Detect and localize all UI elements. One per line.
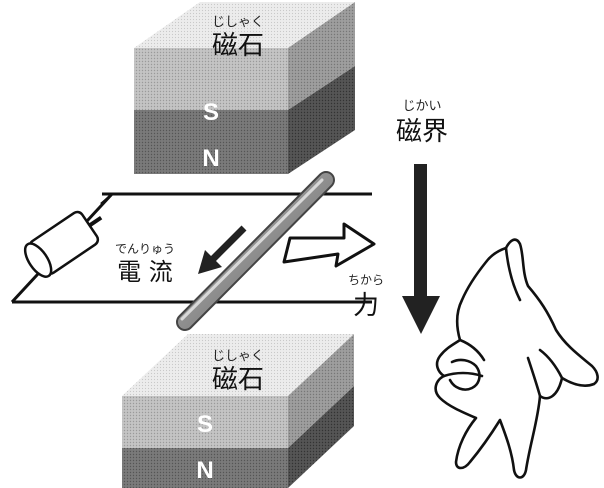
magnetic-field-ruby: じかい xyxy=(402,99,441,114)
magnet-top-s-side xyxy=(288,2,355,110)
magnet-bottom-n-band xyxy=(122,448,288,488)
force-arrow xyxy=(282,222,376,268)
magnet-bottom-n-pole: N xyxy=(196,457,213,484)
magnet-bottom-s-band xyxy=(122,396,288,448)
left-hand-illustration xyxy=(434,238,599,479)
magnet-bottom: じしゃく 磁石 S N xyxy=(122,334,354,488)
current-ruby: でんりゅう xyxy=(115,242,175,256)
magnet-top-top-face xyxy=(134,2,355,48)
magnet-bottom-s-pole: S xyxy=(197,411,213,438)
force-label: 力 xyxy=(353,291,379,321)
current-label: 電 流 xyxy=(117,258,173,286)
magnetic-field-label: 磁界 xyxy=(396,117,448,147)
magnet-top-s-band xyxy=(134,48,288,110)
battery-cell xyxy=(23,193,113,278)
force-ruby: ちから xyxy=(348,273,384,287)
magnet-top-s-pole: S xyxy=(203,99,219,126)
magnet-top: じしゃく 磁石 S N xyxy=(134,2,355,174)
magnet-bottom-label: 磁石 xyxy=(212,365,264,395)
magnet-top-ruby: じしゃく xyxy=(212,15,264,30)
magnet-bottom-s-side xyxy=(288,334,354,448)
magnet-bottom-top-face xyxy=(122,334,354,396)
current-arrow xyxy=(198,225,247,274)
magnet-top-n-side xyxy=(288,66,355,174)
magnet-top-n-pole: N xyxy=(202,145,219,172)
magnet-bottom-ruby: じしゃく xyxy=(212,349,264,364)
magnet-top-label: 磁石 xyxy=(212,31,264,61)
magnet-top-n-band xyxy=(134,110,288,174)
magnet-bottom-n-side xyxy=(288,386,354,488)
magnetic-field-arrow xyxy=(402,164,440,334)
conductor-rod xyxy=(176,171,335,331)
